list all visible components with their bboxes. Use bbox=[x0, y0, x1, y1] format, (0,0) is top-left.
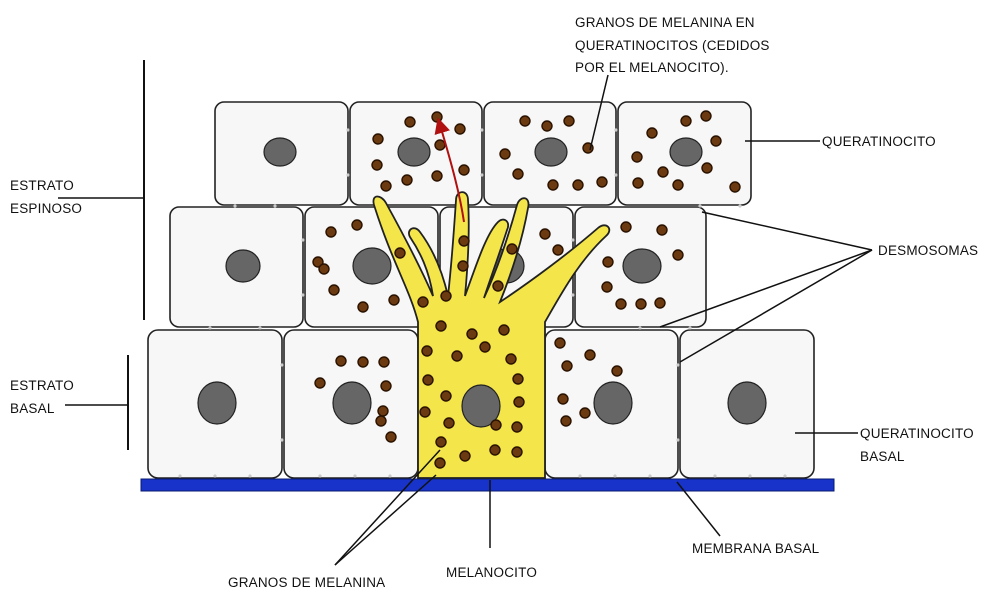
nucleus bbox=[333, 382, 371, 424]
nucleus bbox=[264, 138, 296, 166]
nucleus bbox=[398, 138, 430, 166]
label-granos-queratinocitos: GRANOS DE MELANINA EN bbox=[575, 15, 755, 30]
nucleus bbox=[594, 382, 632, 424]
label-melanocito: MELANOCITO bbox=[446, 565, 537, 580]
label-estrato-espinoso: ESPINOSO bbox=[10, 201, 82, 216]
basal-membrane bbox=[141, 479, 834, 491]
nucleus bbox=[226, 250, 260, 282]
nucleus bbox=[670, 138, 702, 166]
nucleus bbox=[198, 382, 236, 424]
label-queratinocito-basal: BASAL bbox=[860, 449, 905, 464]
label-queratinocito-basal: QUERATINOCITO bbox=[860, 426, 974, 441]
label-membrana-basal: MEMBRANA BASAL bbox=[692, 541, 820, 556]
label-granos-de-melanina: GRANOS DE MELANINA bbox=[228, 575, 385, 590]
row-top-keratinocytes bbox=[215, 102, 751, 205]
nucleus bbox=[728, 382, 766, 424]
label-estrato-basal: BASAL bbox=[10, 401, 55, 416]
label-estrato-basal: ESTRATO bbox=[10, 378, 74, 393]
stratum-brackets bbox=[128, 60, 144, 450]
nucleus bbox=[623, 249, 661, 283]
label-granos-queratinocitos: POR EL MELANOCITO). bbox=[575, 60, 729, 75]
label-desmosomas: DESMOSOMAS bbox=[878, 243, 978, 258]
label-estrato-espinoso: ESTRATO bbox=[10, 178, 74, 193]
nucleus bbox=[535, 138, 567, 166]
label-granos-queratinocitos: QUERATINOCITOS (CEDIDOS bbox=[575, 38, 770, 53]
label-queratinocito: QUERATINOCITO bbox=[822, 134, 936, 149]
nucleus bbox=[353, 248, 391, 284]
